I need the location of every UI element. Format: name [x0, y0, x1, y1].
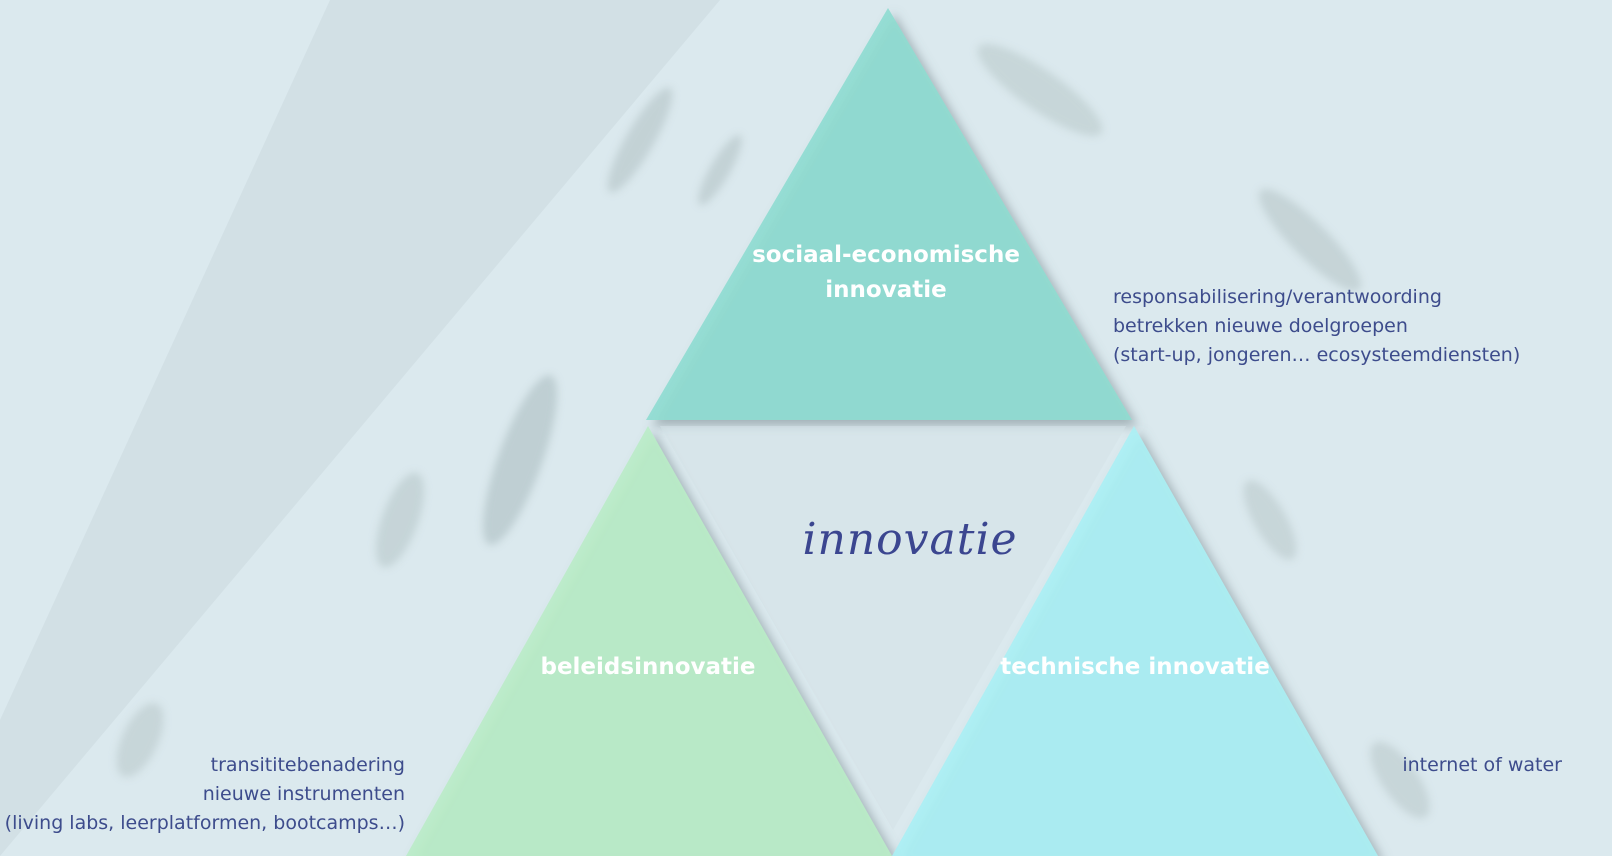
top-triangle-label-line2: innovatie: [825, 277, 947, 303]
left-triangle-label: beleidsinnovatie: [540, 654, 756, 680]
top-triangle-label: sociaal-economische innovatie: [736, 238, 1036, 308]
right-triangle-label: technische innovatie: [1000, 654, 1270, 680]
right-triangle: [892, 426, 1378, 856]
note-top-right-line3: (start-up, jongeren… ecosysteemdiensten): [1113, 344, 1521, 366]
note-top-right-line1: responsabilisering/verantwoording: [1113, 286, 1442, 308]
note-bottom-right-line1: internet of water: [1402, 754, 1562, 776]
center-inverted-triangle: [660, 426, 1126, 830]
background-footprints: [116, 43, 1430, 819]
note-bottom-right: internet of water: [1402, 751, 1562, 780]
note-top-right: responsabilisering/verantwoording betrek…: [1113, 283, 1520, 370]
note-bottom-left-line3: (living labs, leerplatformen, bootcamps……: [4, 812, 405, 834]
top-triangle-label-line1: sociaal-economische: [752, 242, 1020, 268]
note-bottom-left-line1: transititebenadering: [210, 754, 405, 776]
left-triangle: [406, 426, 892, 856]
center-label: innovatie: [802, 514, 1018, 565]
note-bottom-left-line2: nieuwe instrumenten: [202, 783, 405, 805]
note-top-right-line2: betrekken nieuwe doelgroepen: [1113, 315, 1408, 337]
background-walkway: [0, 0, 720, 856]
top-triangle: [646, 8, 1132, 420]
note-bottom-left: transititebenadering nieuwe instrumenten…: [5, 751, 405, 838]
